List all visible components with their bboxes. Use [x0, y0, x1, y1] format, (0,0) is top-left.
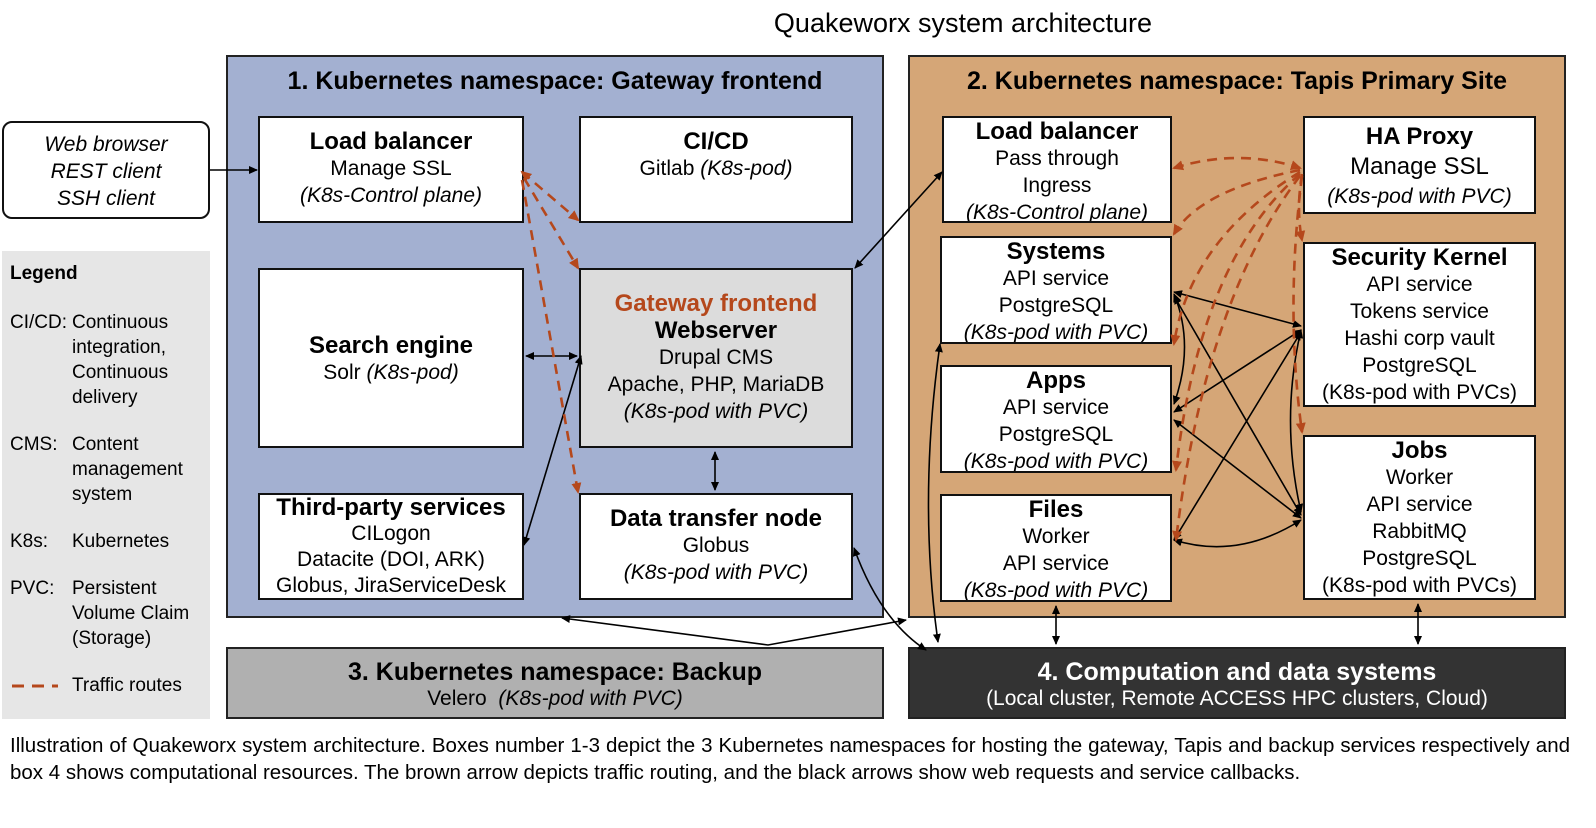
security-line4: PostgreSQL — [1362, 354, 1477, 377]
tapis-lb-line1: Pass through — [995, 147, 1119, 170]
apps-line3: (K8s-pod with PVC) — [963, 450, 1149, 473]
backup-line1: Velero — [427, 687, 487, 710]
third-party-line1: CILogon — [351, 522, 431, 545]
tapis-load-balancer: Load balancer Pass through Ingress (K8s-… — [942, 116, 1172, 223]
cicd-title: CI/CD — [683, 128, 749, 155]
files-line1: Worker — [1022, 525, 1090, 548]
apps-line2: PostgreSQL — [998, 423, 1114, 446]
legend-value: Continuous integration, Continuous deliv… — [72, 312, 169, 408]
legend-traffic-label: Traffic routes — [72, 675, 182, 696]
jobs-line3: RabbitMQ — [1372, 520, 1467, 543]
third-party-title: Third-party services — [276, 494, 506, 521]
computation-line1: (Local cluster, Remote ACCESS HPC cluste… — [986, 687, 1488, 710]
legend-key: PVC: — [10, 578, 55, 599]
gw-load-balancer: Load balancer Manage SSL (K8s-Control pl… — [258, 116, 524, 223]
namespace-4-title: 4. Computation and data systems — [1037, 658, 1437, 686]
backup-note: (K8s-pod with PVC) — [498, 687, 683, 710]
jobs-line5: (K8s-pod with PVCs) — [1322, 574, 1517, 597]
apps-line1: API service — [1002, 396, 1110, 419]
data-transfer-node-box: Data transfer node Globus (K8s-pod with … — [579, 493, 853, 600]
jobs-title: Jobs — [1391, 437, 1448, 464]
gateway-frontend-title: Gateway frontend — [614, 290, 818, 317]
webserver-line2: Apache, PHP, MariaDB — [607, 373, 825, 396]
files-title: Files — [1028, 496, 1084, 523]
tapis-lb-line3: (K8s-Control plane) — [965, 201, 1149, 223]
ha-proxy-line2: (K8s-pod with PVC) — [1327, 185, 1512, 208]
legend-value: Content management system — [72, 434, 183, 505]
diagram-title: Quakeworx system architecture — [773, 8, 1153, 38]
systems-line3: (K8s-pod with PVC) — [963, 321, 1149, 344]
legend-key: CMS: — [10, 434, 58, 455]
webserver-title: Webserver — [654, 317, 778, 344]
dtn-line2: (K8s-pod with PVC) — [623, 561, 809, 584]
legend: Legend CI/CD: Continuous integration, Co… — [2, 251, 210, 719]
search-engine-box: Search engine Solr (K8s-pod) — [258, 268, 524, 448]
legend-value: Persistent Volume Claim (Storage) — [72, 578, 190, 649]
namespace-backup: 3. Kubernetes namespace: Backup Velero (… — [226, 647, 884, 719]
jobs-line1: Worker — [1385, 466, 1454, 489]
gw-load-balancer-title: Load balancer — [309, 128, 473, 155]
legend-item: CMS: Content management system — [10, 432, 202, 507]
files-line2: API service — [1002, 552, 1110, 575]
ha-proxy-line1: Manage SSL — [1350, 153, 1489, 180]
dtn-line1: Globus — [682, 534, 750, 557]
legend-heading: Legend — [10, 263, 78, 284]
ha-proxy-title: HA Proxy — [1365, 123, 1474, 150]
third-party-line3: Globus, JiraServiceDesk — [276, 574, 506, 597]
dashed-line-icon — [12, 684, 58, 688]
search-engine-line1: Solr — [323, 361, 361, 384]
systems-line1: API service — [1002, 267, 1110, 290]
jobs-box: Jobs Worker API service RabbitMQ Postgre… — [1303, 435, 1536, 600]
jobs-line2: API service — [1366, 493, 1473, 516]
webserver-line1: Drupal CMS — [658, 346, 774, 369]
dtn-title: Data transfer node — [609, 505, 823, 532]
client-rest: REST client — [50, 160, 162, 183]
clients-box: Web browser REST client SSH client — [2, 121, 210, 219]
tapis-load-balancer-title: Load balancer — [975, 118, 1139, 145]
computation-data-systems: 4. Computation and data systems (Local c… — [908, 647, 1566, 719]
legend-key: K8s: — [10, 531, 49, 552]
gw-load-balancer-line1: Manage SSL — [330, 157, 452, 180]
security-kernel-box: Security Kernel API service Tokens servi… — [1303, 242, 1536, 407]
search-engine-title: Search engine — [308, 332, 474, 359]
search-engine-note: (K8s-pod) — [366, 361, 459, 384]
security-line2: Tokens service — [1350, 300, 1489, 323]
legend-item-traffic: Traffic routes — [10, 673, 202, 698]
systems-box: Systems API service PostgreSQL (K8s-pod … — [940, 236, 1172, 344]
arrow-backup-links — [561, 615, 907, 646]
systems-line2: PostgreSQL — [998, 294, 1114, 317]
legend-key: CI/CD: — [10, 312, 67, 333]
namespace-2-title: 2. Kubernetes namespace: Tapis Primary S… — [966, 67, 1508, 95]
legend-item: PVC: Persistent Volume Claim (Storage) — [10, 576, 202, 651]
client-ssh: SSH client — [56, 187, 156, 210]
cicd-box: CI/CD Gitlab (K8s-pod) — [579, 116, 853, 223]
namespace-3-title: 3. Kubernetes namespace: Backup — [347, 658, 763, 686]
ha-proxy-box: HA Proxy Manage SSL (K8s-pod with PVC) — [1303, 116, 1536, 214]
security-line5: (K8s-pod with PVCs) — [1322, 381, 1517, 404]
third-party-services-box: Third-party services CILogon Datacite (D… — [258, 493, 524, 600]
legend-item: CI/CD: Continuous integration, Continuou… — [10, 310, 202, 410]
files-line3: (K8s-pod with PVC) — [963, 579, 1149, 602]
files-box: Files Worker API service (K8s-pod with P… — [940, 494, 1172, 602]
third-party-line2: Datacite (DOI, ARK) — [297, 548, 485, 571]
security-line3: Hashi corp vault — [1344, 327, 1495, 350]
gateway-webserver-box: Gateway frontend Webserver Drupal CMS Ap… — [579, 268, 853, 448]
client-web-browser: Web browser — [44, 133, 168, 156]
namespace-1-title: 1. Kubernetes namespace: Gateway fronten… — [287, 67, 823, 95]
jobs-line4: PostgreSQL — [1362, 547, 1477, 570]
cicd-line1-note: (K8s-pod) — [700, 157, 793, 180]
apps-box: Apps API service PostgreSQL (K8s-pod wit… — [940, 365, 1172, 473]
cicd-line1: Gitlab — [639, 157, 695, 180]
webserver-line3: (K8s-pod with PVC) — [623, 400, 809, 423]
legend-value: Kubernetes — [72, 531, 170, 552]
gw-load-balancer-line2: (K8s-Control plane) — [299, 184, 483, 207]
figure-caption: Illustration of Quakeworx system archite… — [10, 734, 1570, 784]
systems-title: Systems — [1006, 238, 1106, 265]
security-line1: API service — [1366, 273, 1473, 296]
tapis-lb-line2: Ingress — [1022, 174, 1092, 197]
security-kernel-title: Security Kernel — [1331, 244, 1508, 271]
apps-title: Apps — [1026, 367, 1086, 394]
legend-item: K8s: Kubernetes — [10, 529, 202, 554]
